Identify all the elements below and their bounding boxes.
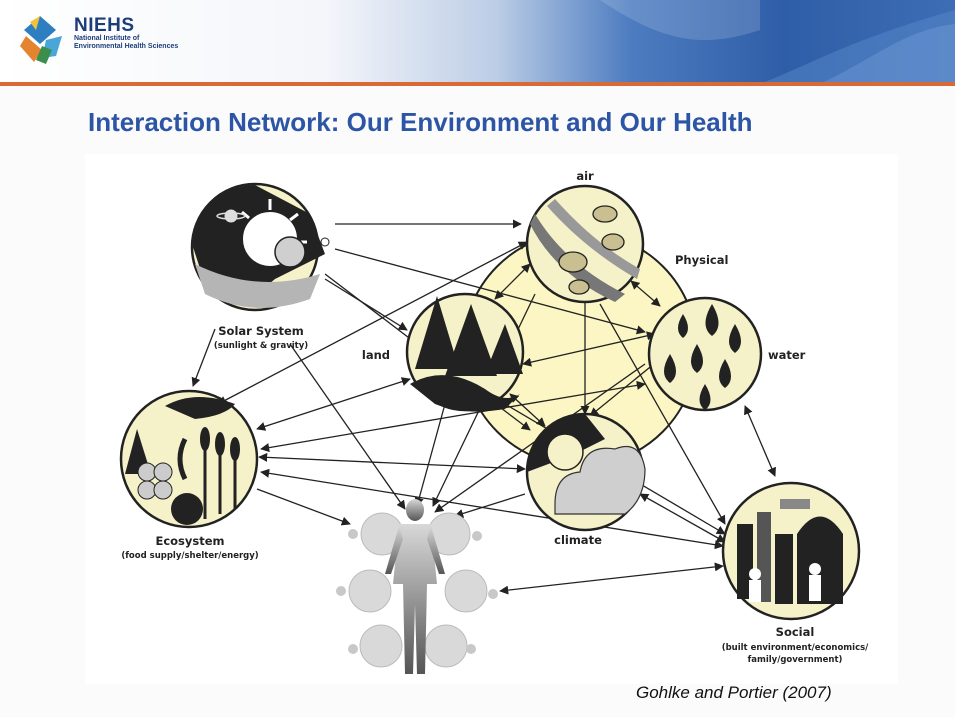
arrow-land-water bbox=[522, 331, 656, 367]
arrow-solar-human bbox=[289, 343, 406, 510]
citation: Gohlke and Portier (2007) bbox=[636, 683, 832, 702]
header-rule bbox=[0, 82, 955, 86]
climate-label: climate bbox=[554, 533, 602, 547]
air-label: air bbox=[576, 169, 594, 183]
arrow-climate-ecosystem bbox=[258, 452, 526, 474]
arrow-air-land bbox=[494, 263, 531, 300]
water-icon bbox=[647, 296, 763, 412]
climate-icon bbox=[525, 412, 646, 532]
header-background bbox=[0, 0, 955, 86]
interaction-arrows bbox=[191, 219, 776, 595]
arrow-human-social bbox=[499, 562, 724, 595]
logo-acronym: NIEHS bbox=[74, 15, 135, 36]
social-label: Social bbox=[776, 625, 815, 639]
arrow-water-social bbox=[744, 405, 776, 477]
arrow-ecosystem-social bbox=[260, 468, 724, 550]
interaction-network-diagram: Solar System (sunlight & gravity) air Ph… bbox=[119, 169, 869, 674]
logo-line2: Environmental Health Sciences bbox=[74, 43, 179, 50]
solar-system-icon bbox=[190, 182, 330, 312]
header-banner: NIEHS National Institute of Environmenta… bbox=[0, 0, 955, 86]
arrow-land-ecosystem bbox=[256, 377, 411, 431]
human-figure-icon bbox=[336, 499, 498, 674]
arrow-water-ecosystem bbox=[260, 380, 646, 453]
arrow-air-water bbox=[630, 280, 661, 307]
arrow-ecosystem-human bbox=[256, 488, 351, 526]
arrow-air-ecosystem bbox=[217, 241, 528, 405]
ecosystem-sublabel: (food supply/shelter/energy) bbox=[121, 551, 258, 561]
physical-label: Physical bbox=[675, 253, 728, 267]
page-title: Interaction Network: Our Environment and… bbox=[88, 107, 753, 137]
land-icon bbox=[405, 292, 525, 412]
ecosystem-icon bbox=[119, 389, 259, 529]
diagram-panel: Solar System (sunlight & gravity) air Ph… bbox=[85, 154, 898, 684]
arrow-solar-ecosystem bbox=[191, 328, 216, 387]
social-icon bbox=[721, 481, 861, 621]
niehs-logo-icon bbox=[20, 16, 62, 64]
air-icon bbox=[525, 184, 645, 304]
solar-system-sublabel: (sunlight & gravity) bbox=[214, 341, 308, 351]
land-label: land bbox=[362, 348, 390, 362]
solar-system-label: Solar System bbox=[218, 324, 303, 338]
social-sublabel-2: family/government) bbox=[748, 655, 843, 665]
niehs-logo-text: NIEHS National Institute of Environmenta… bbox=[74, 16, 178, 51]
logo-line1: National Institute of bbox=[74, 35, 140, 42]
ecosystem-label: Ecosystem bbox=[155, 534, 224, 548]
social-sublabel-1: (built environment/economics/ bbox=[722, 643, 869, 653]
water-label: water bbox=[768, 348, 806, 362]
